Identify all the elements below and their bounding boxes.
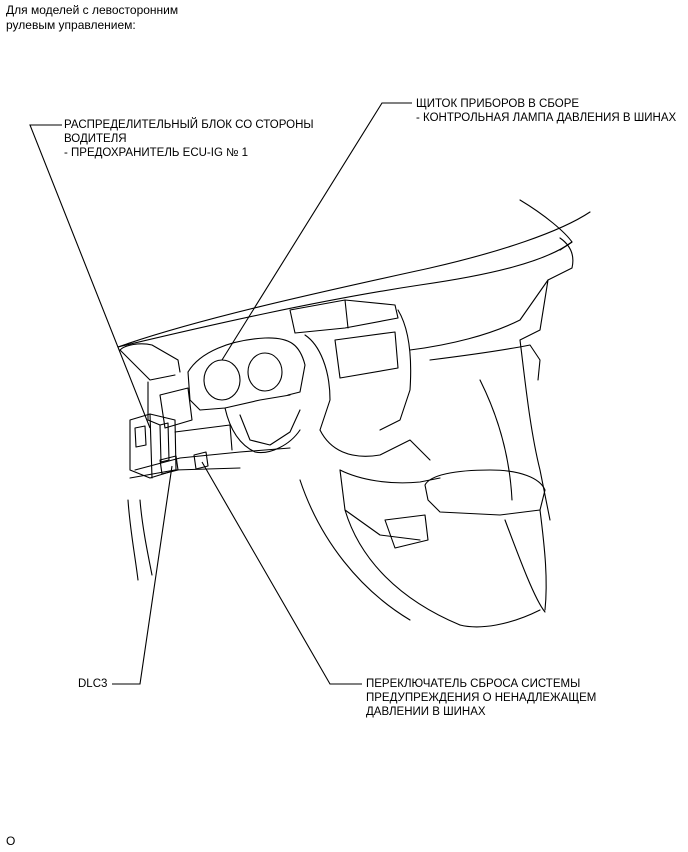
junction-block-detail: [134, 425, 147, 448]
label-combination-meter: ЩИТОК ПРИБОРОВ В СБОРЕ - КОНТРОЛЬНАЯ ЛАМ…: [416, 97, 676, 125]
header-note: Для моделей с левосторонним рулевым упра…: [6, 3, 178, 33]
label-reset-switch: ПЕРЕКЛЮЧАТЕЛЬ СБРОСА СИСТЕМЫ ПРЕДУПРЕЖДЕ…: [366, 677, 596, 719]
header-line-2: рулевым управлением:: [6, 18, 136, 32]
dash-right-face: [409, 279, 549, 351]
center-stack-side: [304, 334, 331, 431]
right-lower-dash: [519, 339, 551, 521]
left-vent: [159, 387, 193, 429]
console-right-side: [539, 509, 547, 611]
dash-left-face: [147, 381, 161, 426]
console-lower: [344, 509, 461, 626]
lower-dash-edge: [134, 447, 291, 471]
label-junction-block-line-2: ВОДИТЕЛЯ: [64, 133, 127, 145]
label-junction-block: РАСПРЕДЕЛИТЕЛЬНЫЙ БЛОК СО СТОРОНЫ ВОДИТЕ…: [64, 118, 314, 160]
label-combination-meter-line-2: - КОНТРОЛЬНАЯ ЛАМПА ДАВЛЕНИЯ В ШИНАХ: [416, 112, 677, 124]
kick-panel-line-2: [139, 499, 153, 576]
center-vent-divider: [344, 299, 349, 329]
kick-panel-line: [127, 499, 139, 581]
dash-top-edge: [117, 241, 573, 348]
dash-upper-surface: [119, 349, 176, 381]
center-console-panel: [319, 429, 431, 461]
label-reset-switch-line-2: ПРЕДУПРЕЖДЕНИЯ О НЕНАДЛЕЖАЩЕМ: [366, 692, 597, 704]
gauge-right: [247, 352, 283, 392]
a-pillar-right: [519, 199, 573, 251]
dlc3-connector: [159, 455, 179, 475]
left-end-cap: [119, 343, 181, 373]
label-junction-block-line-3: - ПРЕДОХРАНИТЕЛЬ ECU-IG № 1: [64, 147, 249, 159]
header-line-1: Для моделей с левосторонним: [6, 3, 179, 17]
label-combination-meter-line-1: ЩИТОК ПРИБОРОВ В СБОРЕ: [416, 98, 580, 110]
windshield-lower-edge: [117, 211, 591, 348]
console-cupholder: [384, 514, 429, 549]
console-armrest: [424, 469, 546, 516]
right-upper-vent: [547, 237, 574, 281]
console-top-left: [339, 469, 441, 484]
cluster-hood: [187, 337, 306, 396]
knee-panel: [174, 424, 233, 451]
junction-block-inner: [149, 413, 170, 479]
dash-right-lower-curve: [479, 379, 513, 501]
gauge-left: [203, 359, 241, 401]
leader-junction-block: [29, 124, 151, 429]
console-bottom: [459, 609, 541, 628]
label-junction-block-line-1: РАСПРЕДЕЛИТЕЛЬНЫЙ БЛОК СО СТОРОНЫ: [64, 119, 314, 131]
floor-right: [504, 519, 546, 613]
console-left-side: [339, 469, 421, 541]
column-cover: [239, 409, 301, 446]
label-reset-switch-line-1: ПЕРЕКЛЮЧАТЕЛЬ СБРОСА СИСТЕМЫ: [366, 678, 581, 690]
footer-code: O: [6, 834, 16, 848]
leader-reset-switch: [201, 461, 362, 685]
glovebox-line: [429, 344, 541, 381]
label-dlc3: DLC3: [78, 678, 108, 690]
label-reset-switch-line-3: ДАВЛЕНИИ В ШИНАХ: [366, 706, 486, 718]
reset-switch: [193, 451, 209, 470]
leader-dlc3: [112, 465, 173, 685]
leader-combination-meter: [221, 102, 412, 361]
steering-column: [224, 407, 301, 454]
nav-screen: [334, 331, 399, 379]
cluster-body: [187, 371, 291, 411]
floor-tunnel: [299, 479, 411, 621]
center-stack-right: [379, 309, 412, 431]
